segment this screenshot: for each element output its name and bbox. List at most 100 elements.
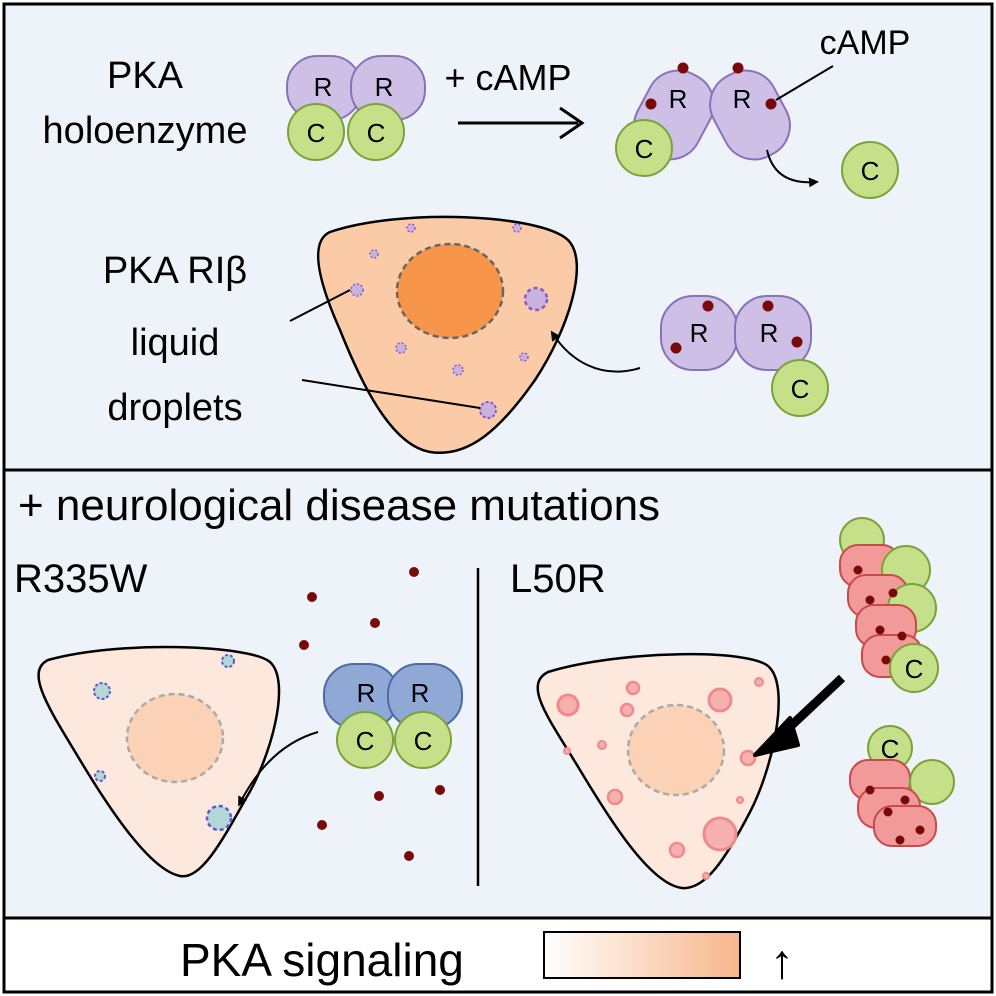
camp-callout-label: cAMP <box>820 24 911 62</box>
droplet <box>512 223 522 233</box>
holoenzyme-label-line1: PKA <box>107 55 184 97</box>
reaction-arrowhead <box>559 106 585 140</box>
release-arrow <box>766 149 819 188</box>
nucleus <box>626 703 726 797</box>
droplet <box>350 283 364 297</box>
camp-molecule <box>317 820 327 830</box>
droplet-label-line2: liquid <box>131 322 220 364</box>
catalytic-subunit-label: C <box>861 156 880 186</box>
recruitment-arrow <box>550 330 641 373</box>
camp-molecule <box>307 592 317 602</box>
catalytic-subunit <box>336 711 394 769</box>
camp-molecule <box>374 791 384 801</box>
camp-molecule <box>895 835 905 845</box>
camp-molecule <box>670 342 682 354</box>
cell-active <box>316 215 579 455</box>
legend-bar <box>2 916 994 994</box>
catalytic-subunit <box>771 359 829 417</box>
camp-molecule <box>435 785 445 795</box>
cell-l50r <box>536 652 780 890</box>
catalytic-subunit-label: C <box>791 374 810 404</box>
droplet <box>736 796 744 804</box>
regulatory-subunit-label: R <box>733 84 752 114</box>
l50r-aggregate-upper: C <box>839 517 939 693</box>
catalytic-subunit-label: C <box>356 726 375 756</box>
droplets <box>350 223 549 419</box>
nucleus <box>125 692 225 784</box>
camp-molecule <box>762 300 774 312</box>
droplet <box>221 654 235 668</box>
camp-molecule <box>865 785 875 795</box>
droplet <box>702 872 710 880</box>
camp-molecule <box>299 640 309 650</box>
droplet <box>94 770 106 782</box>
camp-molecule <box>370 618 380 628</box>
camp-molecule <box>900 795 910 805</box>
regulatory-subunit <box>709 69 791 161</box>
catalytic-subunit <box>347 103 405 161</box>
mutation-label-r335w: R335W <box>14 557 148 601</box>
regulatory-subunit-label: R <box>690 318 709 348</box>
droplet <box>523 286 549 312</box>
droplet-pointer-line <box>289 289 351 322</box>
catalytic-subunit-label: C <box>635 134 654 164</box>
camp-molecule <box>883 807 893 817</box>
catalytic-subunit <box>287 103 345 161</box>
camp-molecule <box>888 588 898 598</box>
droplet <box>668 841 686 859</box>
mutation-label-l50r: L50R <box>510 557 606 601</box>
catalytic-subunit <box>615 119 673 177</box>
droplet <box>479 401 497 419</box>
droplet-label-line3: droplets <box>107 387 242 429</box>
regulatory-subunit-label: R <box>411 678 430 708</box>
camp-molecule <box>409 567 419 577</box>
catalytic-subunit-label: C <box>367 118 386 148</box>
l50r-recruitment-arrowhead <box>753 716 800 757</box>
droplet <box>205 804 233 832</box>
droplet-pointer-line <box>301 379 481 409</box>
droplet <box>519 352 529 362</box>
holoenzyme-label-line2: holoenzyme <box>43 110 248 152</box>
camp-molecule <box>915 825 925 835</box>
regulatory-subunit <box>873 805 937 847</box>
catalytic-subunit-label: C <box>307 118 326 148</box>
regulatory-subunit <box>734 295 812 371</box>
droplet <box>619 702 635 718</box>
reaction-label: + cAMP <box>444 57 571 98</box>
droplet <box>556 693 580 717</box>
camp-molecule <box>865 595 875 605</box>
droplet <box>369 249 379 259</box>
droplet <box>563 747 571 755</box>
signaling-gradient <box>543 931 741 979</box>
camp-molecule <box>732 62 744 74</box>
catalytic-subunit-label: C <box>905 654 924 684</box>
l50r-aggregate-lower: C <box>849 725 955 847</box>
camp-molecule <box>853 565 863 575</box>
droplet <box>707 687 733 713</box>
camp-molecule <box>897 631 907 641</box>
legend-label: PKA signaling <box>180 934 464 986</box>
increase-arrow-icon: ↑ <box>770 936 794 989</box>
droplet <box>93 682 111 700</box>
catalytic-subunit-label: C <box>881 734 900 764</box>
catalytic-subunit-label: C <box>414 726 433 756</box>
regulatory-subunit-label: R <box>669 84 688 114</box>
catalytic-subunit <box>909 759 955 805</box>
regulatory-subunit-label: R <box>760 318 779 348</box>
rc-complex-with-camp: R R C <box>660 295 829 417</box>
free-catalytic-subunit <box>841 141 899 199</box>
camp-callout-line <box>775 65 834 101</box>
mutations-heading: + neurological disease mutations <box>18 481 660 530</box>
droplet <box>739 749 757 767</box>
droplet <box>395 342 407 354</box>
nucleus <box>395 242 505 340</box>
camp-molecule <box>791 336 803 348</box>
camp-molecule <box>404 851 414 861</box>
holoenzyme-complex: R R C C <box>286 55 426 161</box>
regulatory-subunit-label: R <box>314 72 333 102</box>
free-camp <box>299 567 445 861</box>
activated-regulatory-dimer: R R C <box>615 62 791 177</box>
camp-molecule <box>875 625 885 635</box>
